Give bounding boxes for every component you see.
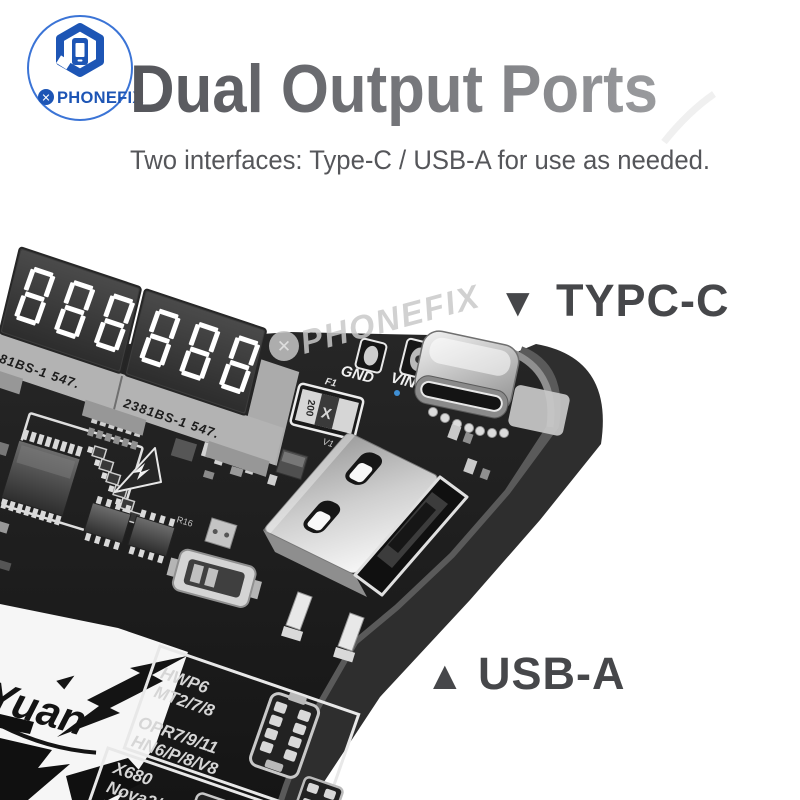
header: ✕ PHONEFIX Dual Output Ports Two interfa… — [27, 15, 710, 175]
page-title: Dual Output Ports — [130, 51, 658, 127]
silkscreen-white-area: Yuan — [0, 604, 188, 800]
triangle-silkscreen-logo — [114, 447, 162, 493]
passive-cluster — [0, 438, 309, 572]
usb-legs — [281, 591, 365, 663]
typec-label: TYPC-C — [556, 275, 730, 326]
usba-callout: ▲ USB-A — [425, 648, 626, 699]
v1-label: V1 — [321, 436, 334, 449]
typec-callout: ▼ TYPC-C — [498, 275, 730, 326]
main-ic-chip — [0, 429, 83, 526]
page-subtitle: Two interfaces: Type-C / USB-A for use a… — [130, 145, 710, 175]
small-connector — [185, 792, 240, 800]
display-base-strip — [0, 323, 284, 466]
watermark-x-mark: ✕ — [277, 337, 291, 356]
fuse-x-marking: X — [319, 404, 333, 423]
components: R16 — [0, 330, 570, 663]
lightning-bolt-icon — [57, 656, 187, 737]
display-module-left — [0, 246, 142, 374]
watermark-x-badge — [269, 331, 299, 361]
metal-component — [204, 517, 238, 550]
silkscreen-glyphs — [0, 714, 148, 800]
fuse: F1 200 X — [289, 376, 365, 441]
pads-right-of-usb — [447, 424, 491, 481]
logo-circle — [27, 15, 133, 121]
fuse-value-marking: 200 — [303, 399, 317, 418]
logo-brand-text: PHONEFIX — [57, 89, 144, 107]
inductor — [166, 548, 262, 608]
display-module-right — [124, 288, 267, 416]
usba-arrow-icon: ▲ — [425, 654, 465, 698]
blue-led — [394, 390, 400, 396]
gnd-pad — [354, 337, 388, 374]
fpc-connector — [249, 692, 321, 779]
watermark-stroke — [661, 91, 716, 145]
fuse-ref-label: F1 — [324, 376, 338, 390]
pcb-board: Yuan HWP6 MT2/7/8 OPR7/9/11 HN6/P/8/V8 — [0, 246, 603, 800]
r16-label: R16 — [175, 514, 194, 528]
type-c-port — [414, 330, 570, 438]
port-box-2: X680 Nova2/3 VIX21/23 — [70, 746, 309, 800]
logo-x-mark: ✕ — [41, 93, 50, 105]
typec-arrow-icon: ▼ — [498, 281, 538, 325]
phone-wrench-icon — [56, 23, 104, 77]
usb-a-port — [263, 431, 469, 663]
usba-label: USB-A — [478, 648, 626, 699]
soic8-chips — [83, 495, 176, 564]
logo-x-badge — [38, 89, 54, 105]
display-modules: 2381BS-1 547. 2381BS-1 547. — [0, 246, 300, 477]
brand-logo: ✕ PHONEFIX — [27, 15, 144, 121]
